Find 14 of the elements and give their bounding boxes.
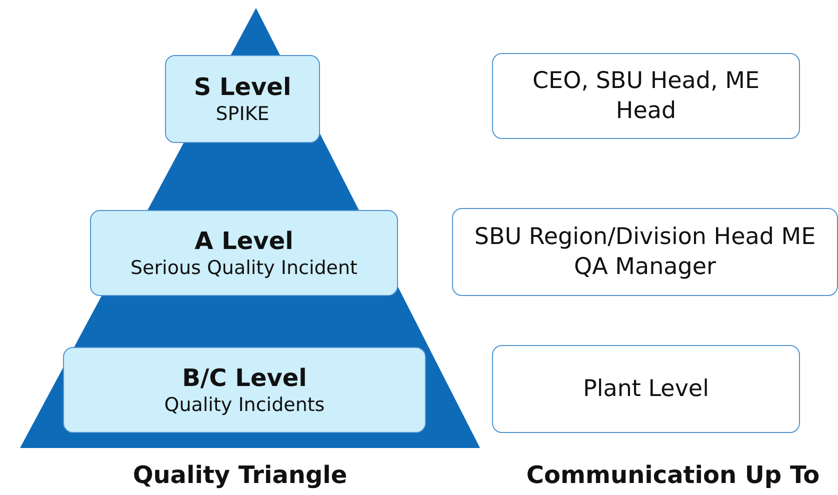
recipient-box: CEO, SBU Head, ME Head <box>492 53 800 139</box>
recipient-box: Plant Level <box>492 345 800 433</box>
level-box <box>165 55 320 143</box>
level-title: A Level <box>194 226 294 256</box>
level-title: S Level <box>194 72 292 102</box>
column-heading: Quality Triangle <box>132 461 348 489</box>
level-description: Quality Incidents <box>164 393 325 417</box>
level-description: SPIKE <box>216 102 270 126</box>
column-heading: Communication Up To <box>526 461 820 489</box>
level-description: Serious Quality Incident <box>130 256 358 280</box>
level-box <box>90 210 398 296</box>
recipient-box: SBU Region/Division Head ME QA Manager <box>452 208 838 296</box>
level-box <box>63 347 426 433</box>
level-title: B/C Level <box>182 363 307 393</box>
